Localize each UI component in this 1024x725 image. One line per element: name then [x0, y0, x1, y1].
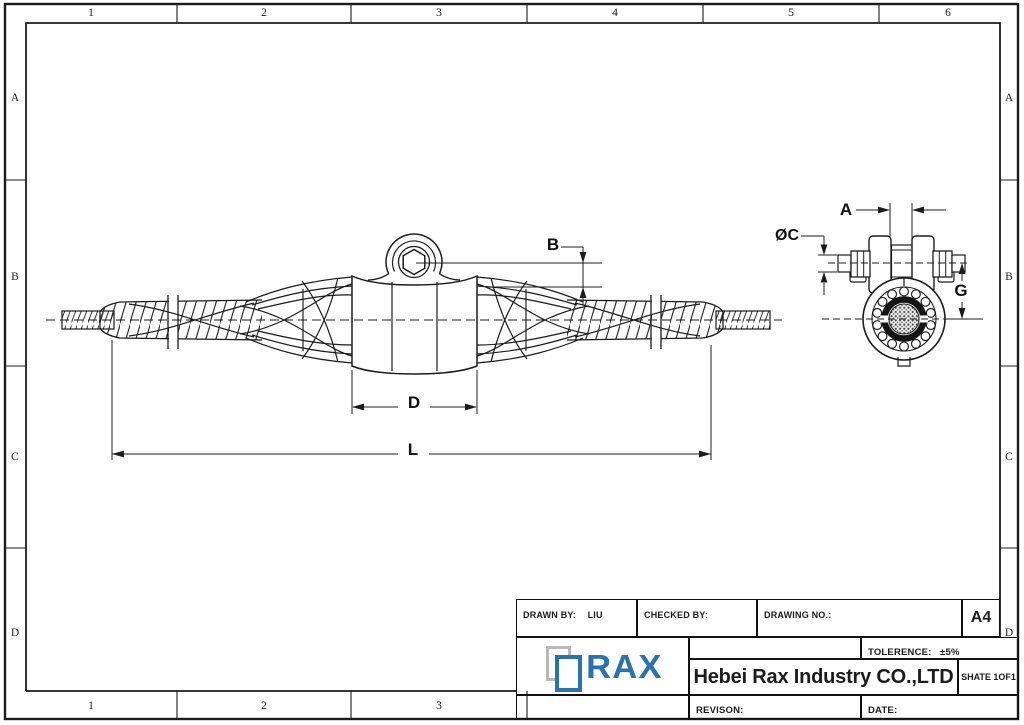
- end-view-clamp-section: [822, 203, 986, 367]
- drawing-no-label: DRAWING NO.:: [764, 610, 832, 620]
- paper-size-cell: A4: [962, 599, 1000, 637]
- hex-bolt-head: [402, 248, 426, 276]
- main-view-suspension-clamp: [46, 233, 782, 375]
- company-name-cell: Hebei Rax Industry CO.,LTD: [689, 659, 958, 695]
- dim-label-l: L: [407, 440, 419, 459]
- rax-logo-icon: [545, 643, 582, 692]
- zone-col-label: 3: [436, 700, 442, 712]
- drawn-by-label: DRAWN BY:: [523, 610, 577, 620]
- tolerance-cell: TOLERENCE: ±5%: [861, 637, 1019, 659]
- company-name: Hebei Rax Industry CO.,LTD: [693, 665, 954, 688]
- date-label: DATE:: [868, 705, 898, 716]
- title-block: DRAWN BY: LIU CHECKED BY: DRAWING NO.: A…: [516, 599, 1019, 719]
- zone-col-label: 2: [261, 7, 267, 19]
- dim-label-oc: ØC: [775, 227, 799, 244]
- logo-frame-blue: [554, 655, 582, 692]
- zone-col-label: 1: [88, 7, 94, 19]
- zone-row-label: B: [11, 271, 19, 283]
- date-cell: DATE:: [861, 695, 1019, 719]
- revision-cell: REVISON:: [689, 695, 861, 719]
- sheet-number: SHATE 1OF1: [961, 672, 1016, 682]
- drawn-by-value: LIU: [587, 610, 603, 620]
- armor-rod-bundle-right: [566, 299, 724, 341]
- dim-label-b: B: [546, 235, 560, 254]
- zone-row-label: D: [1004, 627, 1014, 639]
- dimension-lines: [111, 206, 978, 460]
- dim-label-d: D: [407, 393, 421, 412]
- armor-rods-section: [872, 286, 936, 352]
- clamp-body: [351, 274, 478, 375]
- zone-row-label: C: [11, 451, 19, 463]
- zone-col-label: 6: [945, 7, 951, 19]
- dim-label-g: G: [954, 281, 968, 300]
- zone-col-label: 4: [612, 7, 618, 19]
- zone-col-label: 2: [261, 700, 267, 712]
- zone-row-label: B: [1005, 271, 1013, 283]
- break-mark-right: [650, 295, 662, 349]
- zone-row-label: D: [10, 627, 20, 639]
- empty-cell: [516, 695, 689, 719]
- empty-cell: [689, 637, 861, 659]
- zone-col-label: 1: [88, 700, 94, 712]
- zone-col-label: 5: [788, 7, 794, 19]
- sheet-border-grid: [3, 2, 1020, 721]
- break-mark-left: [167, 295, 179, 349]
- checked-by-cell: CHECKED BY:: [637, 599, 757, 637]
- logo-wordmark: RAX: [585, 647, 663, 685]
- zone-row-label: C: [1005, 451, 1013, 463]
- paper-size-value: A4: [970, 609, 992, 626]
- zone-row-label: A: [10, 92, 20, 104]
- company-logo: RAX: [516, 637, 689, 695]
- rod-cage-left: [128, 276, 353, 364]
- clevis-eye: [367, 233, 461, 281]
- tolerance-value: ±5%: [940, 647, 960, 658]
- revision-label: REVISON:: [696, 705, 744, 716]
- dim-label-a: A: [839, 200, 853, 219]
- sheet-number-cell: SHATE 1OF1: [958, 659, 1019, 695]
- checked-by-label: CHECKED BY:: [644, 610, 709, 620]
- tolerance-label: TOLERENCE:: [868, 647, 932, 658]
- zone-row-label: A: [1004, 92, 1014, 104]
- zone-col-label: 3: [436, 7, 442, 19]
- drawn-by-cell: DRAWN BY: LIU: [516, 599, 637, 637]
- drawing-no-cell: DRAWING NO.:: [757, 599, 962, 637]
